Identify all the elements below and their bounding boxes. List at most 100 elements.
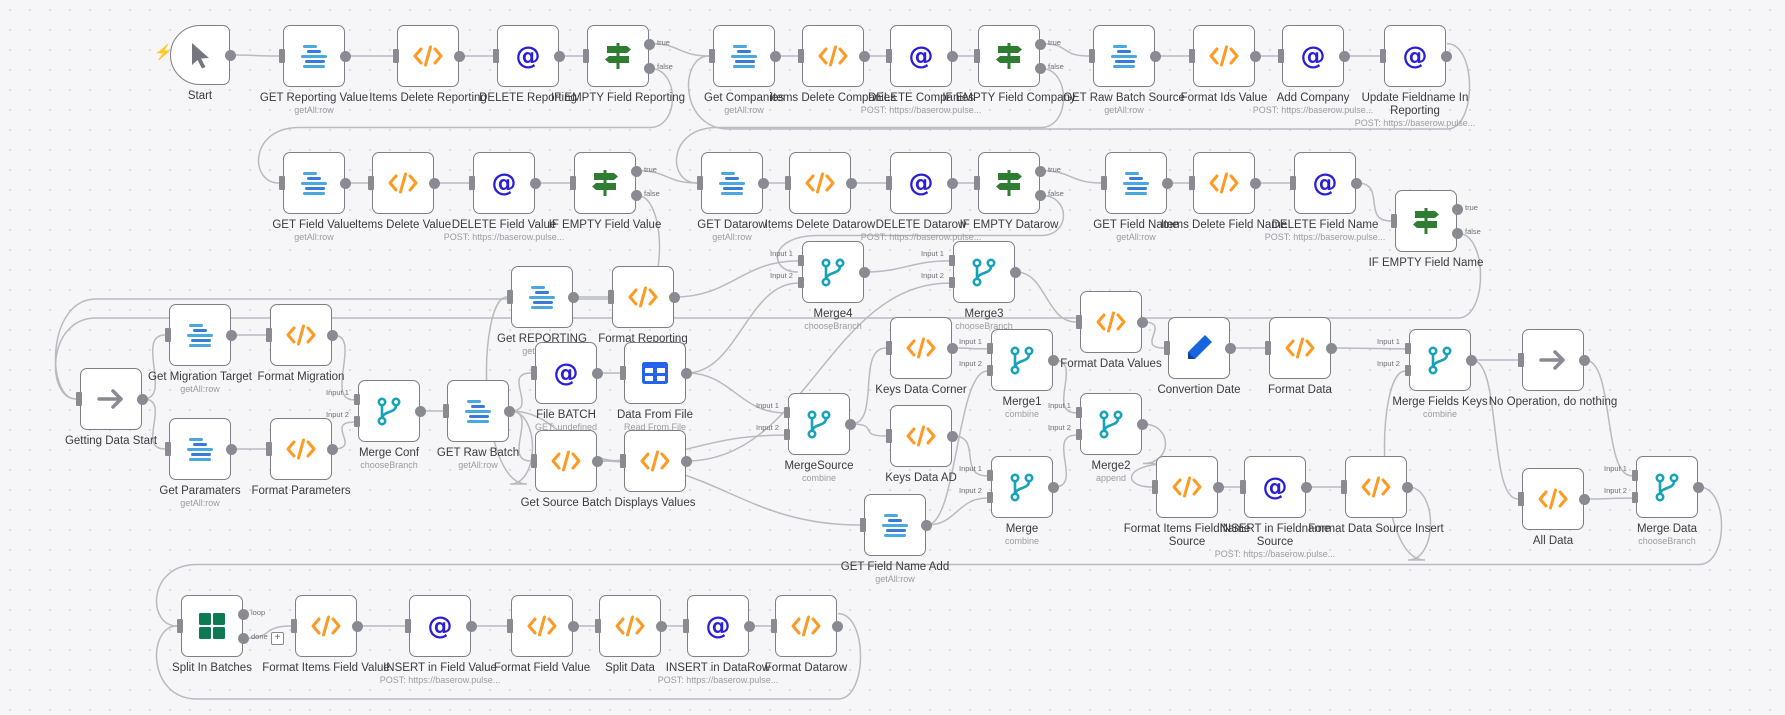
node-items-delete-field-name[interactable] (1193, 152, 1255, 214)
output-handle[interactable] (1579, 494, 1590, 505)
output-handle[interactable] (1250, 178, 1261, 189)
input-handle[interactable] (1240, 480, 1246, 494)
input-handle[interactable] (949, 254, 955, 266)
node-format-data[interactable] (1269, 317, 1331, 379)
node-getting-data-start[interactable] (80, 368, 142, 430)
input-handle[interactable] (987, 469, 993, 481)
node-if-empty-field-value[interactable] (574, 152, 636, 214)
node-file-batch[interactable]: @ (535, 342, 597, 404)
output-handle[interactable] (656, 621, 667, 632)
input-handle[interactable] (987, 492, 993, 504)
node-if-empty-field-company[interactable] (978, 25, 1040, 87)
input-handle[interactable] (860, 518, 866, 532)
input-handle[interactable] (165, 442, 171, 456)
output-handle[interactable] (669, 292, 680, 303)
output-handle[interactable] (530, 178, 541, 189)
output-handle[interactable] (1137, 419, 1148, 430)
output-handle[interactable] (859, 51, 870, 62)
node-items-delete-companies[interactable] (802, 25, 864, 87)
output-handle[interactable] (947, 178, 958, 189)
input-handle[interactable] (1076, 406, 1082, 418)
node-format-items-field-value[interactable] (295, 595, 357, 657)
input-handle[interactable] (1290, 176, 1296, 190)
input-handle[interactable] (531, 366, 537, 380)
output-handle[interactable] (327, 330, 338, 341)
node-if-empty-field-name[interactable] (1395, 190, 1457, 252)
output-handle[interactable] (568, 292, 579, 303)
output-handle[interactable] (327, 444, 338, 455)
output-handle[interactable] (1048, 355, 1059, 366)
input-handle[interactable] (1278, 49, 1284, 63)
node-format-data-values[interactable] (1080, 291, 1142, 353)
input-handle[interactable] (354, 416, 360, 428)
output-handle[interactable] (1048, 482, 1059, 493)
input-handle[interactable] (595, 619, 601, 633)
output-handle[interactable] (340, 51, 351, 62)
node-split-data[interactable] (599, 595, 661, 657)
node-delete-field-value[interactable]: @ (473, 152, 535, 214)
output-handle[interactable] (1035, 63, 1046, 75)
input-handle[interactable] (469, 176, 475, 190)
node-insert-in-datarow[interactable]: @ (687, 595, 749, 657)
node-delete-field-name[interactable]: @ (1294, 152, 1356, 214)
output-handle[interactable] (1137, 317, 1148, 328)
node-insert-in-fieldname-source[interactable]: @ (1244, 456, 1306, 518)
input-handle[interactable] (1152, 480, 1158, 494)
output-handle[interactable] (1466, 355, 1477, 366)
input-handle[interactable] (1518, 353, 1524, 367)
node-convertion-date[interactable] (1168, 317, 1230, 379)
input-handle[interactable] (949, 277, 955, 289)
input-handle[interactable] (531, 454, 537, 468)
input-handle[interactable] (784, 406, 790, 418)
output-handle[interactable] (1326, 343, 1337, 354)
node-no-operation[interactable] (1522, 329, 1584, 391)
output-handle[interactable] (1162, 178, 1173, 189)
node-items-delete-reporting[interactable] (397, 25, 459, 87)
input-handle[interactable] (771, 619, 777, 633)
input-handle[interactable] (279, 49, 285, 63)
output-handle[interactable] (846, 178, 857, 189)
input-handle[interactable] (987, 342, 993, 354)
output-handle[interactable] (238, 608, 249, 620)
node-items-delete-value[interactable] (372, 152, 434, 214)
node-format-migration[interactable] (270, 304, 332, 366)
node-start[interactable] (170, 25, 230, 85)
node-delete-reporting[interactable]: @ (497, 25, 559, 87)
output-handle[interactable] (554, 51, 565, 62)
input-handle[interactable] (1341, 480, 1347, 494)
output-handle[interactable] (1301, 482, 1312, 493)
node-merge-conf[interactable] (358, 380, 420, 442)
input-handle[interactable] (987, 365, 993, 377)
output-handle[interactable] (644, 63, 655, 75)
output-handle[interactable] (415, 406, 426, 417)
input-handle[interactable] (784, 429, 790, 441)
output-handle[interactable] (947, 343, 958, 354)
input-handle[interactable] (1265, 341, 1271, 355)
output-handle[interactable] (1035, 190, 1046, 202)
input-handle[interactable] (570, 176, 576, 190)
input-handle[interactable] (266, 328, 272, 342)
output-handle[interactable] (1035, 165, 1046, 177)
input-handle[interactable] (1076, 315, 1082, 329)
node-merge-fields-keys[interactable] (1409, 329, 1471, 391)
output-handle[interactable] (947, 431, 958, 442)
input-handle[interactable] (620, 366, 626, 380)
output-handle[interactable] (681, 456, 692, 467)
node-merge[interactable] (991, 456, 1053, 518)
node-format-items-fieldname-source[interactable] (1156, 456, 1218, 518)
node-get-reporting[interactable] (511, 266, 573, 328)
input-handle[interactable] (1164, 341, 1170, 355)
node-items-delete-datarow[interactable] (789, 152, 851, 214)
input-handle[interactable] (507, 290, 513, 304)
node-delete-datarow[interactable]: @ (890, 152, 952, 214)
output-handle[interactable] (592, 368, 603, 379)
output-handle[interactable] (1693, 482, 1704, 493)
node-merge1[interactable] (991, 329, 1053, 391)
node-format-reporting[interactable] (612, 266, 674, 328)
input-handle[interactable] (507, 619, 513, 633)
input-handle[interactable] (165, 328, 171, 342)
node-format-field-value[interactable] (511, 595, 573, 657)
output-handle[interactable] (466, 621, 477, 632)
output-handle[interactable] (1452, 228, 1463, 240)
